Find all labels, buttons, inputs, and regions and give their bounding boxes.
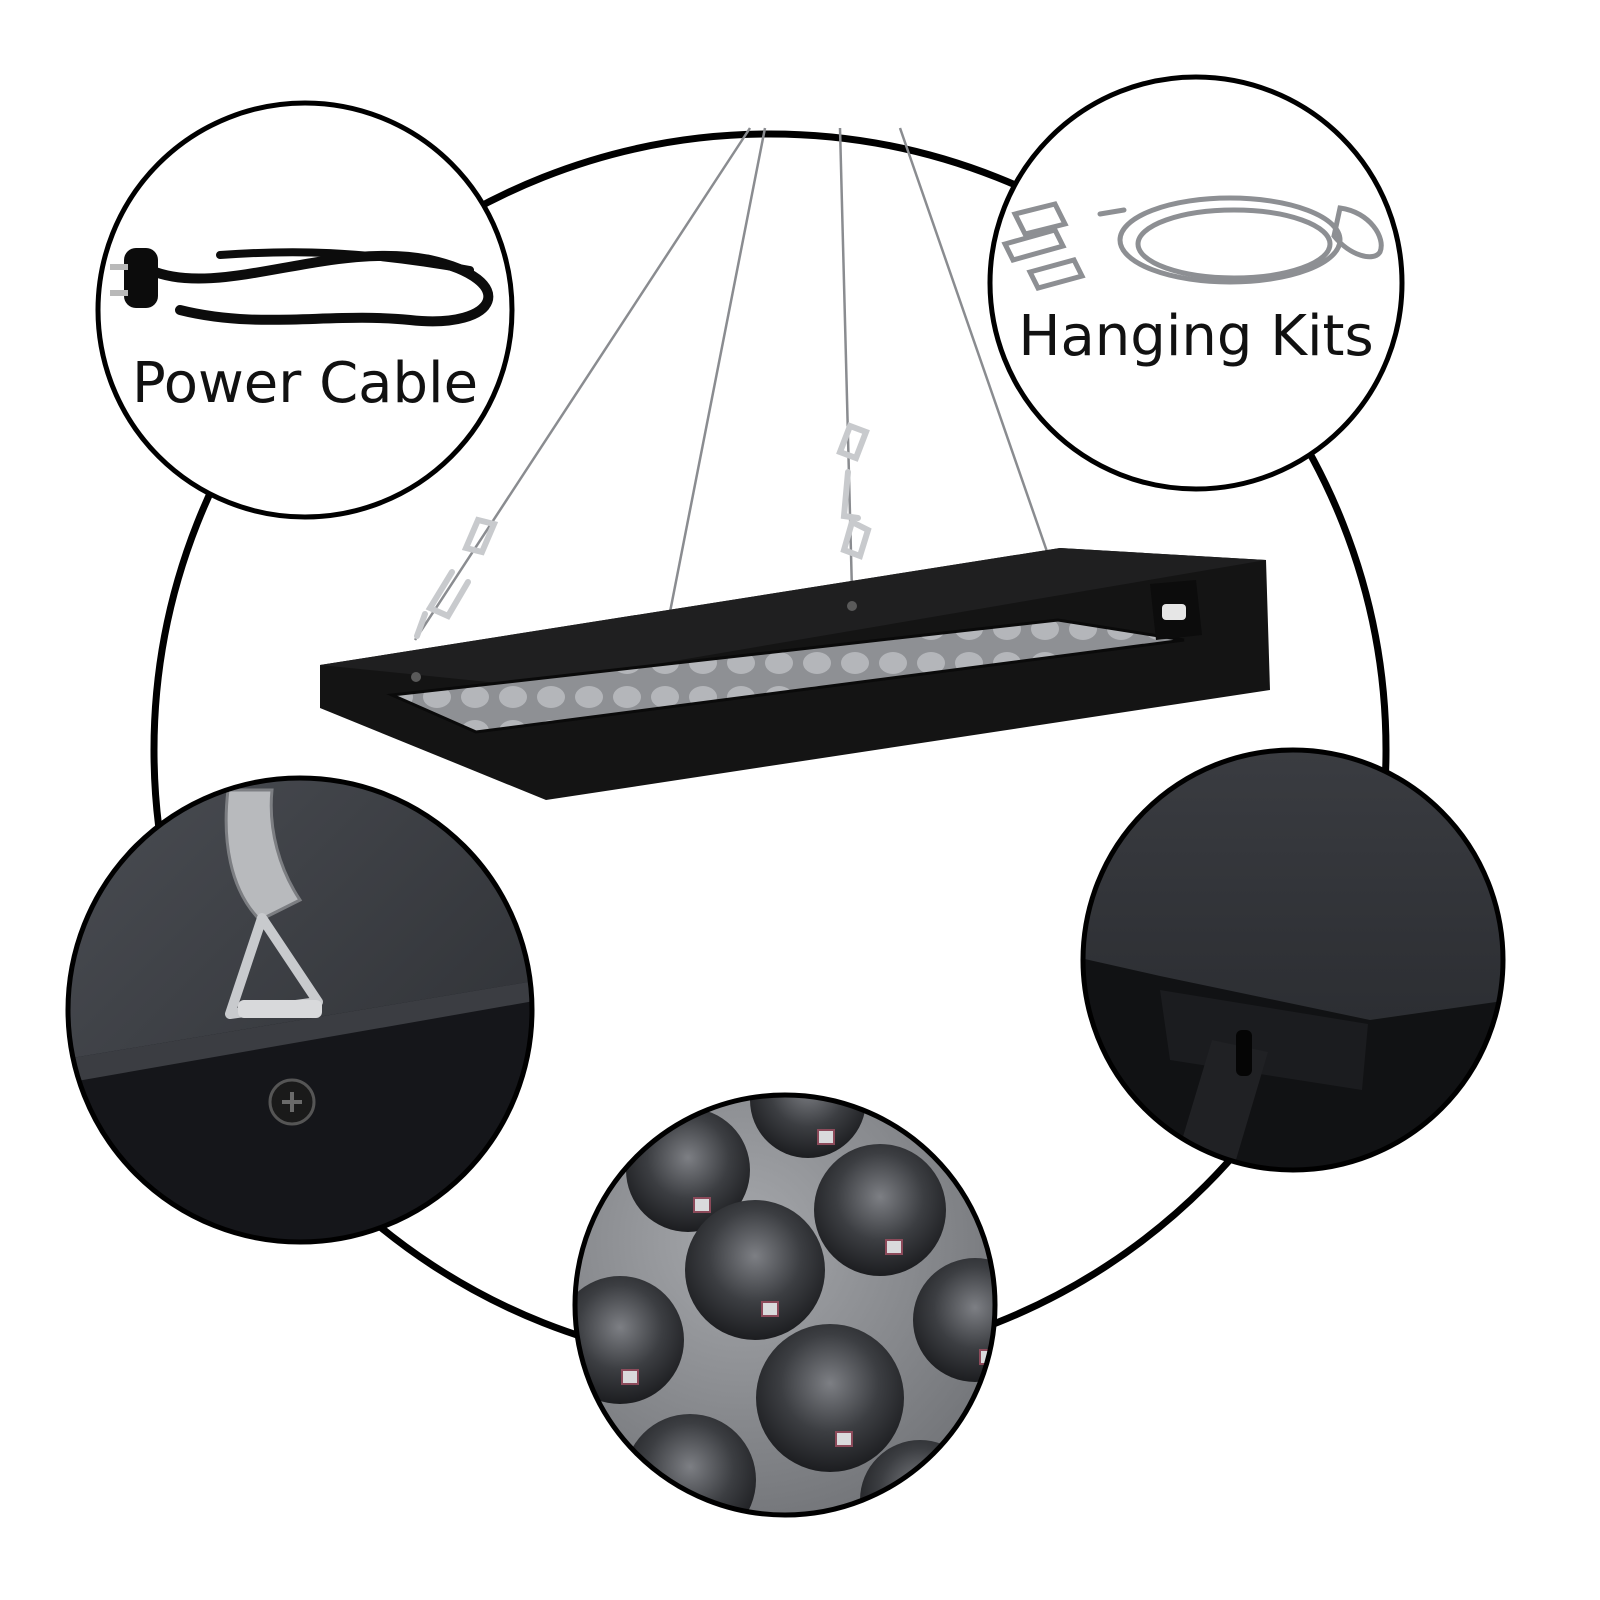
power-socket-detail	[1080, 747, 1506, 1173]
led-lens-detail	[572, 1092, 998, 1518]
hanging-kits-callout: Hanging Kits	[987, 74, 1405, 492]
led-panel	[320, 548, 1270, 800]
power-cable-icon	[110, 248, 494, 327]
hanging-kit-icon	[1001, 195, 1384, 291]
hanging-wires	[413, 127, 1054, 641]
wire-clips	[414, 422, 872, 639]
power-cable-callout: Power Cable	[95, 100, 515, 520]
hanging-kits-label: Hanging Kits	[1018, 304, 1373, 369]
power-cable-label: Power Cable	[132, 351, 478, 416]
hook-detail	[65, 775, 535, 1245]
panel-socket-icon	[1162, 604, 1186, 620]
